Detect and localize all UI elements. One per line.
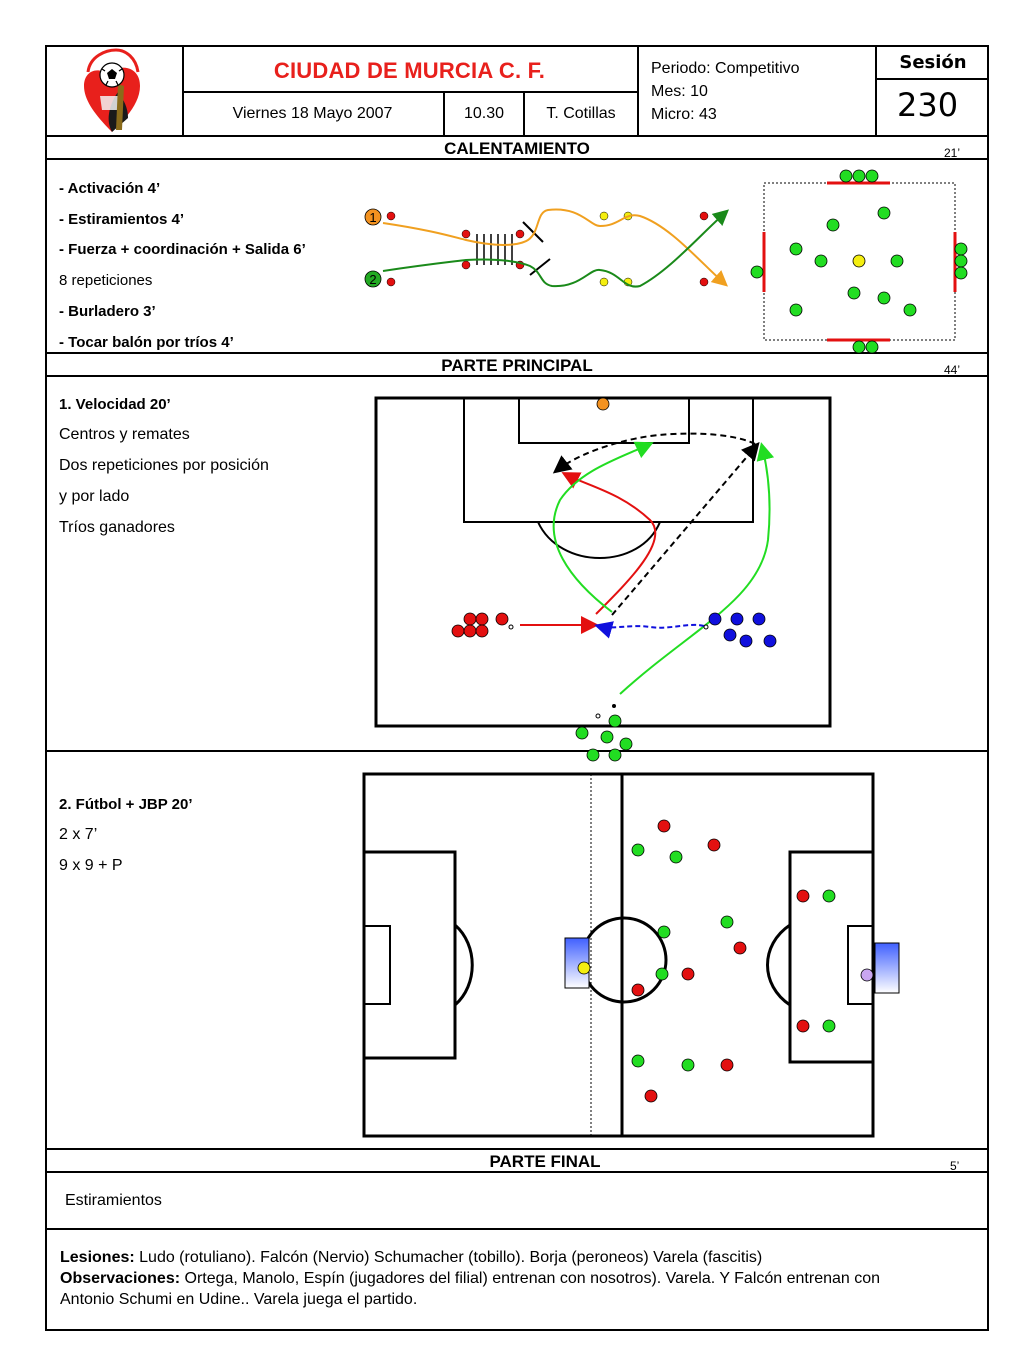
final-minutes: 5’ bbox=[950, 1159, 960, 1173]
injuries-label: Lesiones: bbox=[60, 1249, 135, 1266]
divider bbox=[45, 750, 989, 752]
divider bbox=[45, 1148, 989, 1150]
exercise-1-line: Dos repeticiones por posición bbox=[59, 457, 269, 474]
divider bbox=[45, 1171, 989, 1173]
session-sheet bbox=[45, 45, 989, 1331]
observations-text: Ortega, Manolo, Espín (jugadores del fil… bbox=[184, 1270, 881, 1287]
main-title: PARTE PRINCIPAL bbox=[441, 356, 593, 375]
exercise-1-line: y por lado bbox=[59, 488, 130, 505]
exercise-2-title: 2. Fútbol + JBP 20’ bbox=[59, 796, 193, 813]
divider bbox=[875, 78, 989, 80]
injuries-text: Ludo (rotuliano). Falcón (Nervio) Schuma… bbox=[139, 1249, 763, 1266]
micro-cycle: Micro: 43 bbox=[651, 106, 717, 123]
divider bbox=[637, 45, 639, 136]
main-minutes: 44’ bbox=[944, 363, 961, 377]
exercise-2-line: 2 x 7’ bbox=[59, 826, 98, 843]
warmup-item: - Tocar balón por tríos 4’ bbox=[59, 334, 234, 351]
divider bbox=[45, 375, 989, 377]
warmup-item: - Estiramientos 4’ bbox=[59, 211, 185, 228]
session-date: Viernes 18 Mayo 2007 bbox=[232, 105, 393, 122]
session-number: 230 bbox=[897, 86, 959, 124]
injuries-line: Lesiones: Ludo (rotuliano). Falcón (Nerv… bbox=[60, 1249, 980, 1267]
divider bbox=[45, 158, 989, 160]
final-text: Estiramientos bbox=[65, 1192, 162, 1209]
period: Periodo: Competitivo bbox=[651, 60, 800, 77]
warmup-item: 8 repeticiones bbox=[59, 272, 153, 289]
session-label: Sesión bbox=[899, 52, 967, 73]
exercise-1-line: Centros y remates bbox=[59, 426, 190, 443]
divider bbox=[45, 352, 989, 354]
warmup-title: CALENTAMIENTO bbox=[444, 139, 590, 158]
observations-text-continued: Antonio Schumi en Udine.. Varela juega e… bbox=[60, 1291, 418, 1308]
exercise-1-title: 1. Velocidad 20’ bbox=[59, 396, 171, 413]
divider bbox=[875, 45, 877, 136]
club-name: CIUDAD DE MURCIA C. F. bbox=[273, 58, 546, 83]
divider bbox=[182, 91, 637, 93]
observations-label: Observaciones: bbox=[60, 1270, 181, 1287]
warmup-item: - Fuerza + coordinación + Salida 6’ bbox=[59, 241, 306, 258]
warmup-minutes: 21’ bbox=[944, 146, 961, 160]
exercise-2-line: 9 x 9 + P bbox=[59, 857, 123, 874]
observations-line: Observaciones: Ortega, Manolo, Espín (ju… bbox=[60, 1270, 980, 1288]
exercise-1-line: Tríos ganadores bbox=[59, 519, 175, 536]
session-time: 10.30 bbox=[463, 105, 505, 122]
divider bbox=[45, 135, 989, 137]
divider bbox=[45, 1228, 989, 1230]
divider bbox=[182, 45, 184, 136]
warmup-item: - Activación 4’ bbox=[59, 180, 161, 197]
month: Mes: 10 bbox=[651, 83, 708, 100]
warmup-item: - Burladero 3’ bbox=[59, 303, 156, 320]
final-title: PARTE FINAL bbox=[489, 1152, 601, 1171]
coach-name: T. Cotillas bbox=[546, 105, 616, 122]
divider bbox=[523, 91, 525, 136]
divider bbox=[443, 91, 445, 136]
